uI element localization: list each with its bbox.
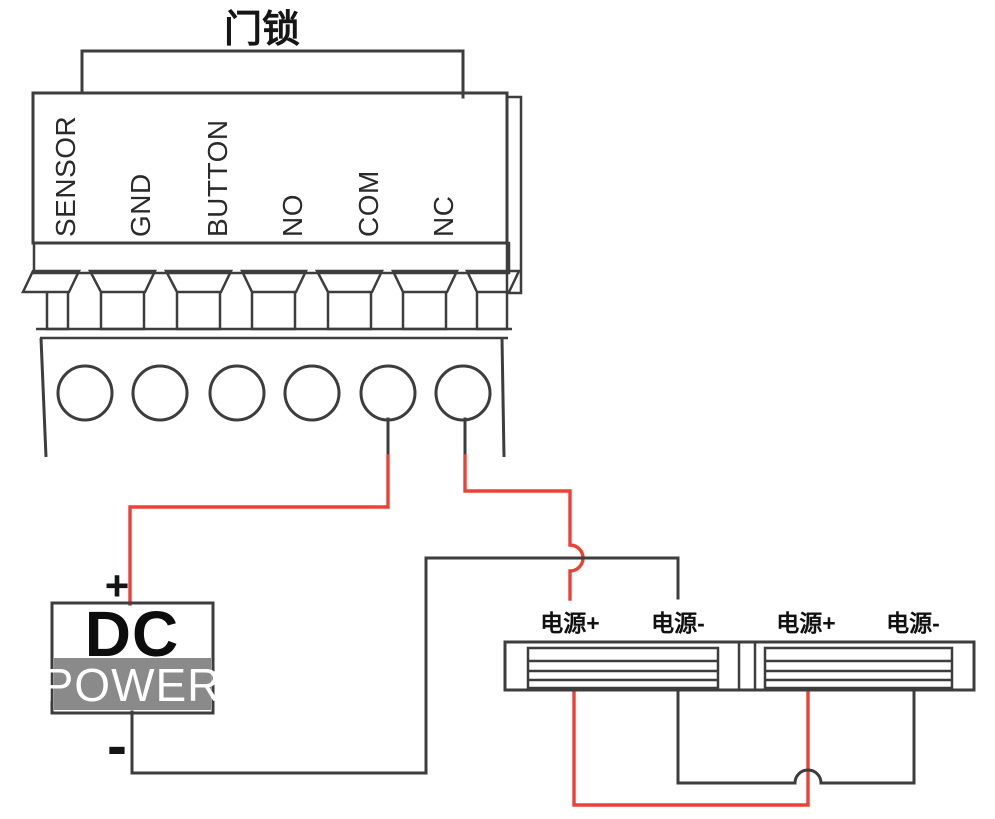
terminal-label-no: NO: [277, 194, 308, 237]
terminal-label-button: BUTTON: [202, 119, 233, 237]
magnetic-locks: 电源+ 电源- 电源+ 电源-: [503, 610, 976, 692]
diagram-title: 门锁: [224, 9, 300, 51]
terminal-block-side-strip: [505, 95, 523, 295]
terminal-labels: SENSOR GND BUTTON NO COM NC: [50, 116, 459, 237]
terminal-label-com: COM: [353, 170, 384, 237]
terminal-hole-sensor: [56, 364, 114, 422]
nc-to-lock1-positive-red-wire: [463, 454, 585, 601]
dc-power-name-bottom: POWER: [43, 659, 222, 711]
terminal-hole-no: [283, 364, 341, 422]
terminal-hole-gnd: [131, 364, 189, 422]
terminal-hole-com: [359, 364, 417, 422]
dc-positive-sign: +: [105, 562, 130, 609]
lock1-armature-plate: [526, 646, 720, 690]
terminal-baseplate-lines: [36, 327, 512, 340]
terminal-block-band: [32, 241, 511, 275]
terminal-block: SENSOR GND BUTTON NO COM NC: [21, 91, 523, 458]
dc-negative-sign: -: [107, 712, 127, 779]
terminal-label-sensor: SENSOR: [50, 116, 81, 237]
terminal-hole-button: [208, 364, 266, 422]
dc-power-gray-band: [54, 658, 211, 710]
dc-power-box: [50, 601, 215, 715]
lock2-armature-plate: [763, 646, 954, 690]
dc-negative-to-lock1-black-wire: [130, 556, 680, 775]
com-to-dc-positive-red-wire: [128, 454, 390, 606]
lock2-power-minus-label: 电源-: [886, 610, 940, 636]
terminal-label-gnd: GND: [125, 173, 156, 237]
locks-divider: [737, 642, 757, 690]
door-lock-bracket: [80, 49, 465, 99]
lock1-power-minus-label: 电源-: [651, 610, 705, 636]
terminal-hole-nc: [434, 364, 492, 422]
lock1-to-lock2-negative-black-wire: [676, 688, 916, 785]
wires: [128, 417, 916, 807]
terminal-label-nc: NC: [428, 196, 459, 237]
lock2-power-plus-label: 电源+: [776, 610, 835, 636]
screw-holes: [56, 364, 492, 422]
dc-power-supply: + DC POWER -: [43, 562, 222, 779]
lock1-power-plus-label: 电源+: [540, 610, 599, 636]
lock1-to-lock2-positive-red-wire: [572, 688, 810, 807]
terminal-clamps: [21, 269, 521, 331]
screw-box-sides: [39, 337, 506, 458]
